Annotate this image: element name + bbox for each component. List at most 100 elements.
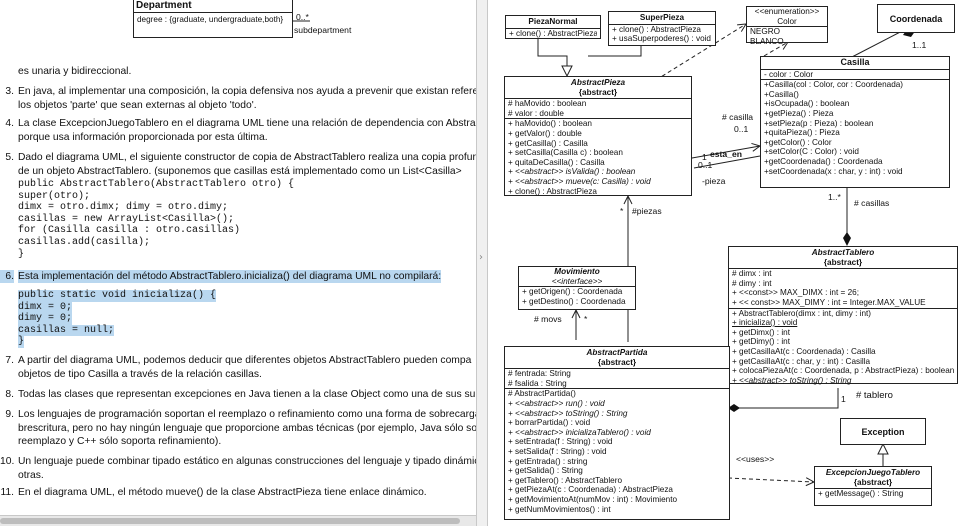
uml-member: + getNumMovimientos() : int bbox=[508, 504, 611, 514]
uml-member: + <<abstract>> toString() : String bbox=[508, 408, 628, 418]
label-piezas: #piezas bbox=[632, 206, 662, 216]
code-line-highlighted: } bbox=[18, 336, 25, 348]
class-operations: +Casilla(col : Color, cor : Coordenada)+… bbox=[761, 80, 949, 176]
question-text-line: En java, al implementar una composición,… bbox=[18, 86, 476, 97]
question-text-line: porque usa información proporcionada por… bbox=[18, 131, 268, 143]
uml-member: # dimy : int bbox=[732, 278, 772, 288]
class-title: AbstractTablero bbox=[811, 248, 875, 257]
class-title: AbstractPartida bbox=[586, 348, 648, 357]
class-abstract-partida: AbstractPartida{abstract} # fentrada: St… bbox=[504, 346, 730, 520]
question-text-line: La clase ExcepcionJuegoTablero en el dia… bbox=[18, 118, 476, 129]
uml-member: + inicializa() : void bbox=[732, 318, 798, 328]
uml-member: +setPieza(p : Pieza) : boolean bbox=[764, 118, 874, 128]
uml-member: +setCoordenada(x : char, y : int) : void bbox=[764, 166, 903, 176]
enum-title: Color bbox=[777, 16, 797, 26]
label-star-movs: * bbox=[584, 314, 588, 324]
class-excepcion-juego-tablero: ExcepcionJuegoTablero{abstract} + getMes… bbox=[814, 466, 932, 506]
code-line: dimx = otro.dimx; dimy = otro.dimy; bbox=[18, 202, 229, 214]
uml-member: + getDestino() : Coordenada bbox=[522, 296, 626, 306]
uml-member: + clone() : AbstractPieza bbox=[508, 186, 597, 196]
uml-member: # dimx : int bbox=[732, 269, 772, 279]
class-sub: {abstract} bbox=[597, 357, 637, 367]
uml-member: + <<abstract>> inicializaTablero() : voi… bbox=[508, 427, 651, 437]
question-number: 7. bbox=[5, 355, 14, 366]
uml-member: + getCasilla() : Casilla bbox=[508, 138, 588, 148]
question-text-line: En el diagrama UML, el método mueve() de… bbox=[18, 487, 427, 498]
label-casilla-mult: 0..1 bbox=[734, 124, 749, 134]
class-operations: + getOrigen() : Coordenada+ getDestino()… bbox=[519, 287, 635, 306]
code-line-highlighted: dimx = 0; bbox=[18, 301, 73, 314]
pane-splitter[interactable]: › bbox=[476, 0, 488, 526]
horizontal-scrollbar[interactable] bbox=[0, 515, 476, 526]
class-attributes: - color : Color bbox=[761, 70, 949, 81]
uml-member: +Casilla() bbox=[764, 89, 799, 99]
class-operations: + clone() : AbstractPieza bbox=[506, 29, 600, 39]
interface-stereotype: <<interface>> bbox=[551, 276, 603, 286]
uml-member: + <<abstract>> run() : void bbox=[508, 398, 605, 408]
class-title: Coordenada bbox=[889, 14, 943, 24]
question-text-line: objetos de tipo Casilla a través de la r… bbox=[18, 368, 262, 380]
uml-member: + getMessage() : String bbox=[818, 489, 904, 499]
uml-member: + getPiezaAt(c : Coordenada) : AbstractP… bbox=[508, 485, 673, 495]
enum-stereotype: <<enumeration>> bbox=[754, 7, 820, 16]
question-text-line: brescritura, pero no hay ningún lenguaje… bbox=[18, 422, 476, 434]
uml-member: + colocaPiezaAt(c : Coordenada, p : Abst… bbox=[732, 366, 954, 376]
label-tablero: # tablero bbox=[856, 390, 893, 401]
question-text-line: Dado el diagrama UML, el siguiente const… bbox=[18, 152, 476, 163]
class-abstract-pieza: AbstractPieza{abstract} # haMovido : boo… bbox=[504, 76, 692, 196]
uml-member: + usaSuperpoderes() : void bbox=[612, 34, 711, 44]
uml-connectors bbox=[537, 0, 916, 526]
uml-member: + getEntrada() : string bbox=[508, 456, 588, 466]
uml-member: + << const>> MAX_DIMY : int = Integer.MA… bbox=[732, 297, 926, 307]
class-attributes: # fentrada: String# fsalida : String bbox=[505, 369, 729, 390]
label-star-piezas: * bbox=[620, 206, 624, 216]
question-number: 5. bbox=[5, 152, 14, 163]
uml-member: BLANCO bbox=[750, 36, 784, 46]
uml-member: +getColor() : Color bbox=[764, 137, 832, 147]
uml-member: + setSalida(f : String) : void bbox=[508, 446, 607, 456]
code-line: public AbstractTablero(AbstractTablero o… bbox=[18, 179, 295, 190]
question-number: 10. bbox=[0, 456, 15, 467]
uml-member: + borrarPartida() : void bbox=[508, 418, 591, 428]
code-line-highlighted: public static void inicializa() { bbox=[18, 290, 217, 302]
uml-member: + getDimx() : int bbox=[732, 327, 791, 337]
class-attributes: # dimx : int# dimy : int+ <<const>> MAX_… bbox=[729, 269, 957, 309]
class-attributes: # haMovido : boolean# valor : double bbox=[505, 99, 691, 120]
class-operations: + clone() : AbstractPieza+ usaSuperpoder… bbox=[609, 25, 715, 44]
uml-member: # AbstractPartida() bbox=[508, 389, 576, 399]
question-text-line: reemplazo y C++ sólo soporta refinamient… bbox=[18, 436, 222, 447]
class-title: AbstractPieza bbox=[570, 78, 626, 87]
question-number: 11. bbox=[0, 487, 14, 498]
code-line: } bbox=[18, 248, 25, 260]
uml-member: + AbstractTablero(dimx : int, dimy : int… bbox=[732, 308, 872, 318]
uml-member: + getCasillaAt(c : char, y : int) : Casi… bbox=[732, 356, 871, 366]
class-operations: + AbstractTablero(dimx : int, dimy : int… bbox=[729, 309, 957, 386]
class-casilla: Casilla - color : Color +Casilla(col : C… bbox=[760, 56, 950, 188]
uml-diagram-pane: PiezaNormal + clone() : AbstractPieza Su… bbox=[488, 0, 960, 526]
scrollbar-thumb[interactable] bbox=[0, 518, 460, 524]
label-uno-uno: 1..1 bbox=[912, 40, 927, 50]
uml-member: + clone() : AbstractPieza bbox=[612, 24, 701, 34]
interface-title: Movimiento bbox=[554, 267, 600, 276]
class-coordenada: Coordenada bbox=[877, 4, 955, 33]
department-attr: degree : {graduate, undergraduate,both} bbox=[137, 14, 284, 24]
uml-member: + getSalida() : String bbox=[508, 466, 583, 476]
question-number: 8. bbox=[5, 389, 14, 400]
label-casillas: # casillas bbox=[854, 198, 890, 208]
uml-member: + getCasillaAt(c : Coordenada) : Casilla bbox=[732, 346, 876, 356]
uml-member: + clone() : AbstractPieza bbox=[509, 28, 597, 38]
uml-member: + setCasilla(Casilla c) : boolean bbox=[508, 148, 623, 158]
uml-member: + <<abstract>> mueve(c: Casilla) : void bbox=[508, 176, 651, 186]
label-casilla-role: # casilla bbox=[722, 112, 754, 122]
uml-member: + getMovimientoAt(numMov : int) : Movimi… bbox=[508, 494, 678, 504]
class-sub: {abstract} bbox=[853, 477, 893, 487]
uml-member: + getDimy() : int bbox=[732, 337, 791, 347]
uml-member: # fsalida : String bbox=[508, 378, 567, 388]
uml-member: +setColor(C : Color) : void bbox=[764, 147, 859, 157]
label-pieza-role: -pieza bbox=[702, 176, 726, 186]
uml-member: + haMovido() : boolean bbox=[508, 119, 592, 129]
department-role: subdepartment bbox=[294, 25, 352, 35]
uml-member: +getCoordenada() : Coordenada bbox=[764, 156, 883, 166]
splitter-arrow-icon: › bbox=[479, 252, 483, 263]
class-super-pieza: SuperPieza + clone() : AbstractPieza+ us… bbox=[608, 11, 716, 46]
